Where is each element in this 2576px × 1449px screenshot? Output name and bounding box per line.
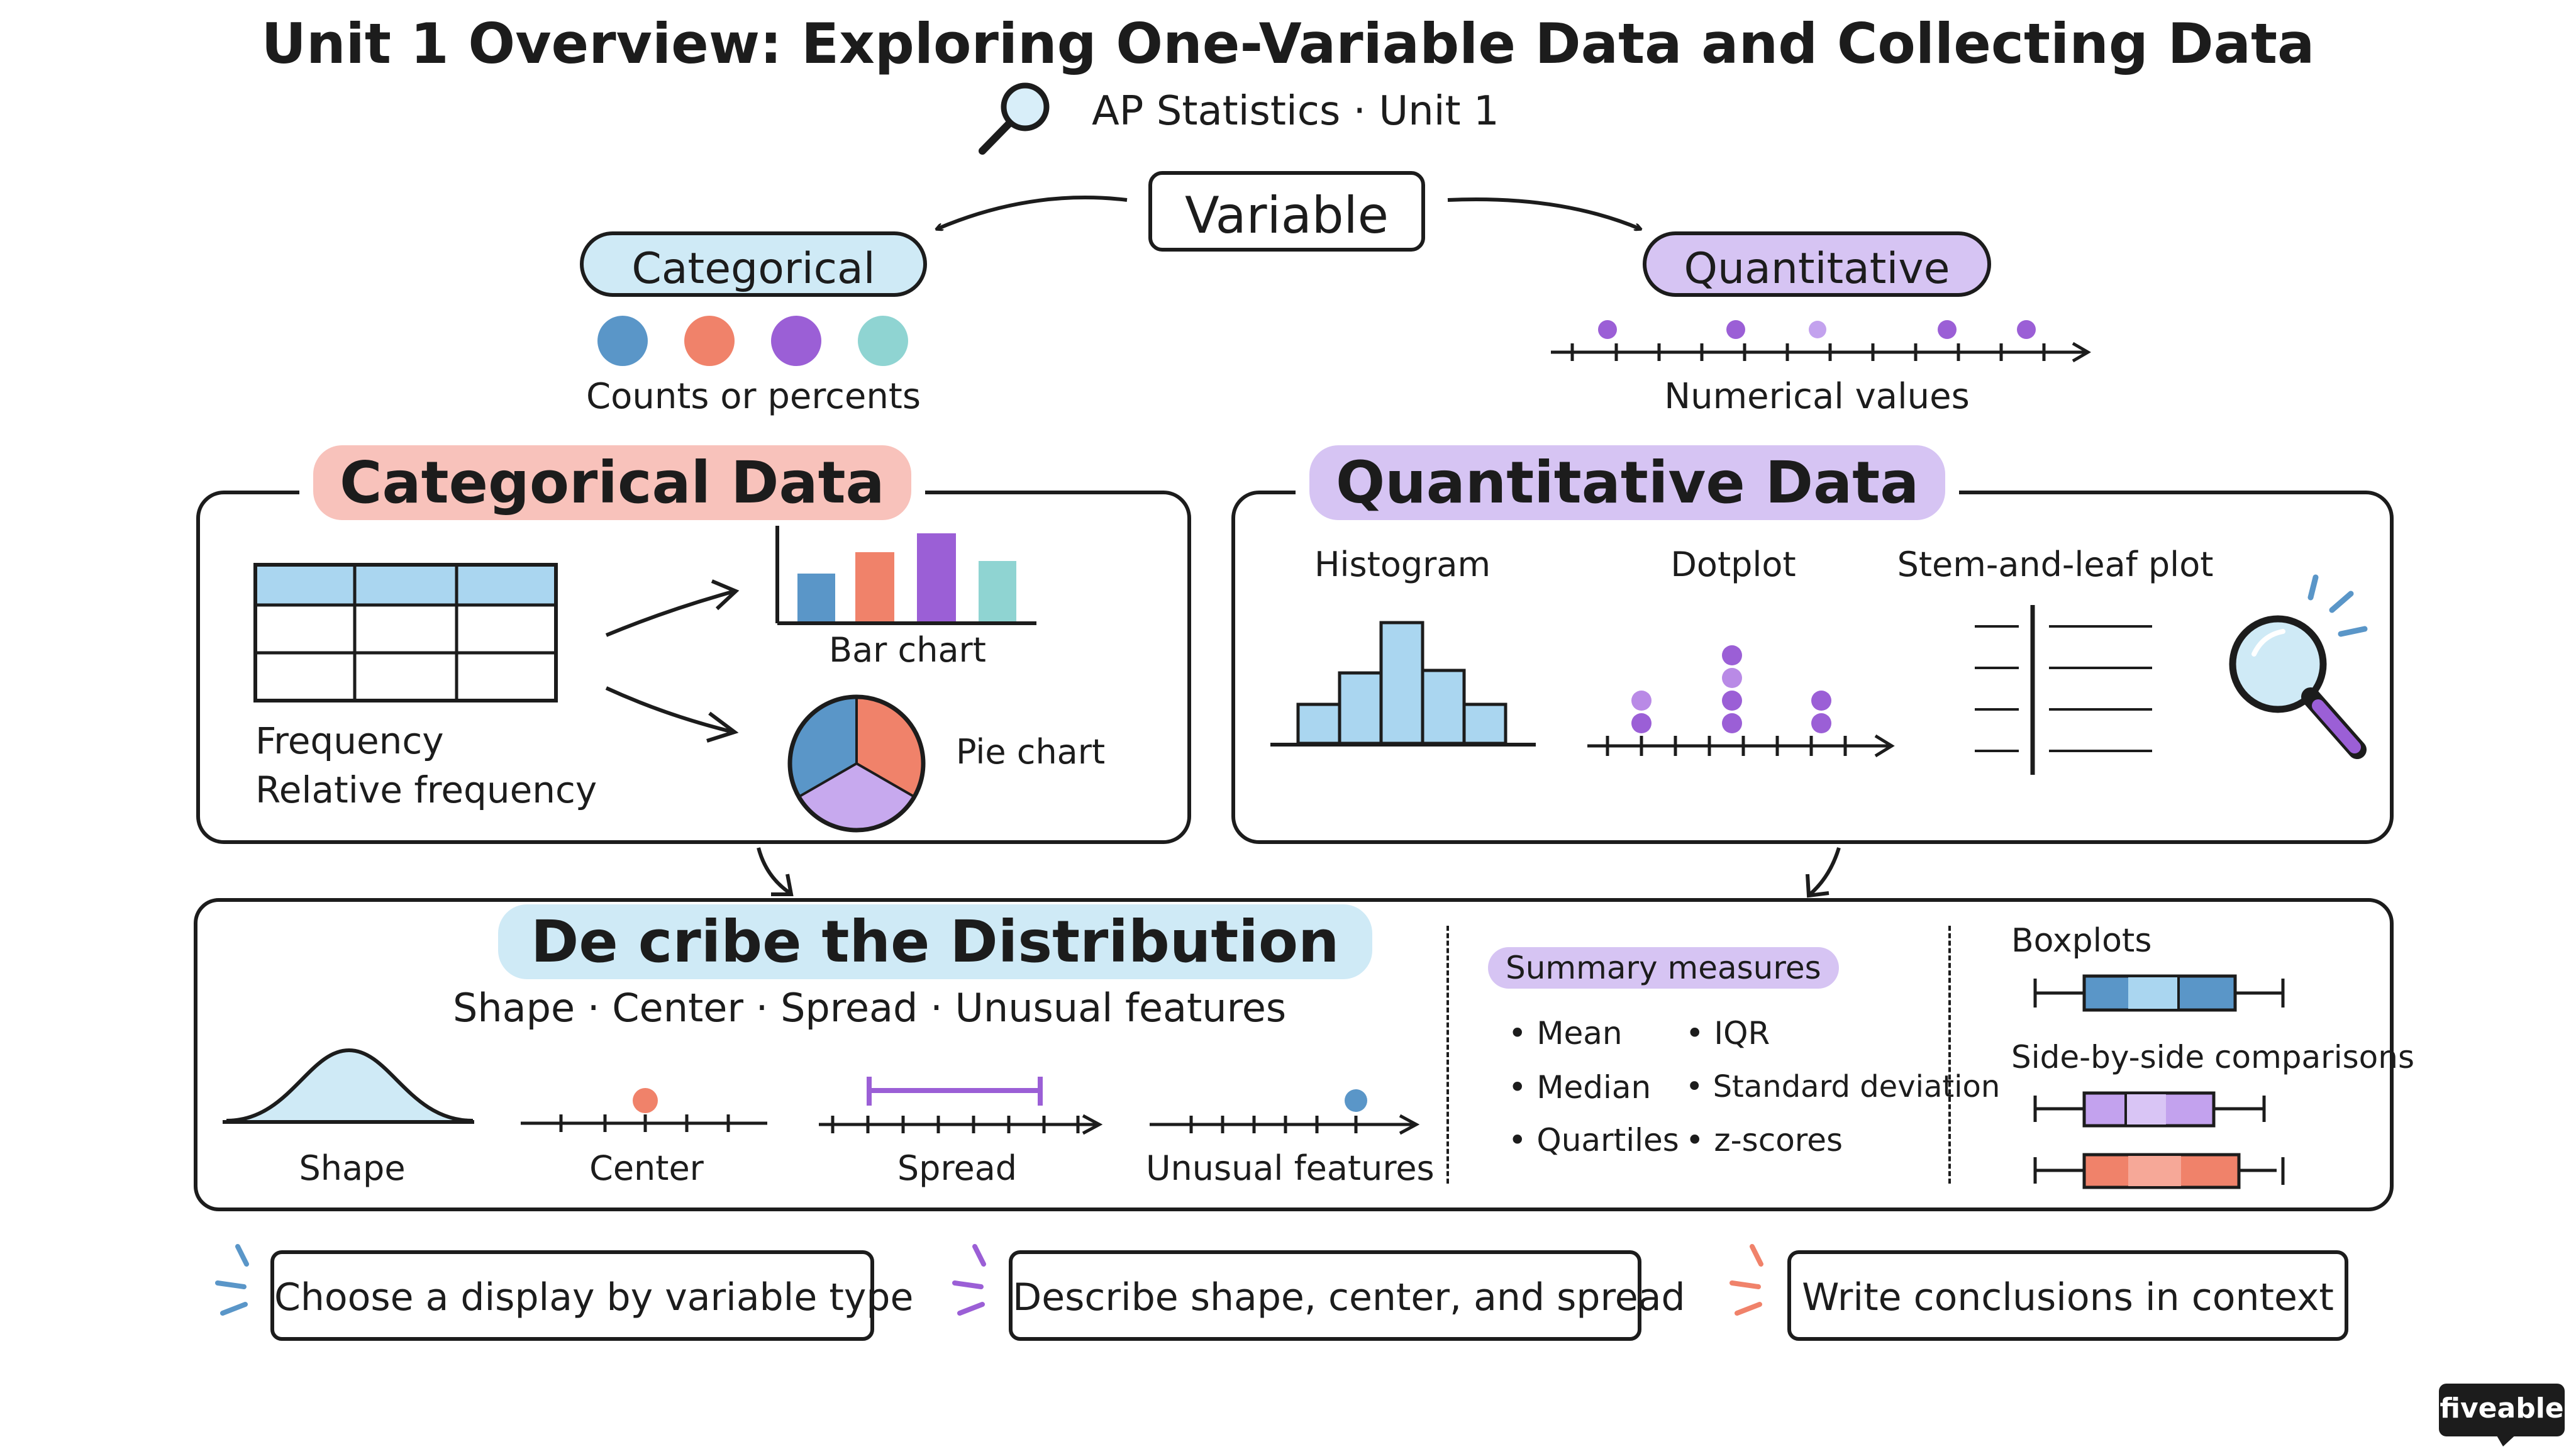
categorical-data-title-wrap: Categorical Data — [299, 445, 925, 520]
spark-icon-coral — [1729, 1244, 1763, 1316]
logo-pointer — [2494, 1431, 2519, 1446]
frequency-table-icon — [253, 563, 558, 702]
quantitative-caption: Numerical values — [1664, 376, 1970, 417]
categorical-label: Categorical — [631, 244, 875, 294]
shape-label: Shape — [299, 1148, 406, 1188]
shape-curve-icon — [223, 1048, 474, 1124]
page-subtitle: AP Statistics · Unit 1 — [1092, 88, 1499, 135]
tip-describe-shape: Describe shape, center, and spread — [1009, 1250, 1685, 1341]
bar-chart-icon — [775, 526, 1036, 625]
measure-median: • Median — [1508, 1069, 1652, 1106]
measure-z-scores: • z-scores — [1685, 1122, 1843, 1158]
tip-choose-display: Choose a display by variable type — [270, 1250, 914, 1341]
unusual-features-label: Unusual features — [1146, 1148, 1435, 1188]
histogram-label: Histogram — [1314, 545, 1491, 584]
quantitative-data-title-wrap: Quantitative Data — [1296, 445, 1960, 520]
divider-right — [1948, 926, 1951, 1184]
categorical-data-title: Categorical Data — [313, 445, 911, 520]
categorical-pill: Categorical — [580, 231, 927, 297]
measure-iqr: • IQR — [1685, 1015, 1770, 1052]
variable-box: Variable — [1148, 171, 1425, 252]
center-number-line-icon — [521, 1088, 767, 1132]
page-title: Unit 1 Overview: Exploring One-Variable … — [261, 11, 2315, 76]
pie-chart-icon — [787, 694, 926, 833]
summary-measures-title: Summary measures — [1488, 947, 1839, 989]
side-by-side-label: Side-by-side comparisons — [2011, 1039, 2414, 1075]
quantitative-pill: Quantitative — [1643, 231, 1991, 297]
relative-frequency-label: Relative frequency — [255, 769, 597, 811]
quantitative-label: Quantitative — [1684, 244, 1950, 294]
spark-icon-purple — [952, 1244, 986, 1316]
fiveable-logo-text: fiveable — [2440, 1392, 2564, 1424]
boxplots-title: Boxplots — [2011, 922, 2152, 960]
numerical-number-line — [1551, 320, 2091, 363]
side-by-side-boxplots-icon — [2033, 1091, 2277, 1189]
category-color-dots — [597, 316, 908, 366]
spark-icon-blue — [215, 1244, 249, 1316]
describe-title: De cribe the Distribution — [498, 904, 1372, 979]
tip-choose-display-text: Choose a display by variable type — [274, 1275, 914, 1319]
describe-distribution-panel — [194, 898, 2394, 1211]
tip-describe-shape-text: Describe shape, center, and spread — [1013, 1275, 1685, 1319]
fiveable-logo: fiveable — [2439, 1384, 2565, 1436]
stem-and-leaf-label: Stem-and-leaf plot — [1897, 545, 2214, 584]
spread-label: Spread — [897, 1148, 1018, 1188]
measure-quartiles: • Quartiles — [1508, 1122, 1679, 1158]
dotplot-icon — [1587, 645, 1895, 758]
categorical-caption: Counts or percents — [586, 376, 921, 417]
dotplot-label: Dotplot — [1670, 545, 1796, 584]
histogram-icon — [1270, 621, 1536, 747]
pie-chart-label: Pie chart — [956, 732, 1106, 772]
spread-number-line-icon — [819, 1077, 1103, 1135]
unusual-features-number-line-icon — [1150, 1089, 1420, 1135]
bar-chart-label: Bar chart — [829, 630, 986, 670]
stem-and-leaf-icon — [1975, 605, 2152, 775]
center-label: Center — [589, 1148, 704, 1188]
frequency-label: Frequency — [255, 719, 444, 762]
tip-write-conclusions: Write conclusions in context — [1787, 1250, 2348, 1341]
magnifying-glass-icon — [2229, 574, 2368, 759]
boxplot-icon — [2033, 974, 2285, 1012]
distribution-features-line: Shape · Center · Spread · Unusual featur… — [453, 985, 1287, 1031]
boxplot-whisker-cap — [2281, 1157, 2285, 1185]
variable-label: Variable — [1185, 186, 1389, 245]
quantitative-data-title: Quantitative Data — [1309, 445, 1946, 520]
divider-left — [1446, 926, 1449, 1184]
magnifier-icon — [979, 82, 1050, 155]
measure-standard-deviation: • Standard deviation — [1685, 1069, 2001, 1104]
tip-write-conclusions-text: Write conclusions in context — [1802, 1275, 2334, 1319]
summary-measures-wrap: Summary measures — [1488, 947, 1839, 989]
describe-title-wrap: De cribe the Distribution — [498, 904, 1372, 979]
measure-mean: • Mean — [1508, 1015, 1623, 1052]
